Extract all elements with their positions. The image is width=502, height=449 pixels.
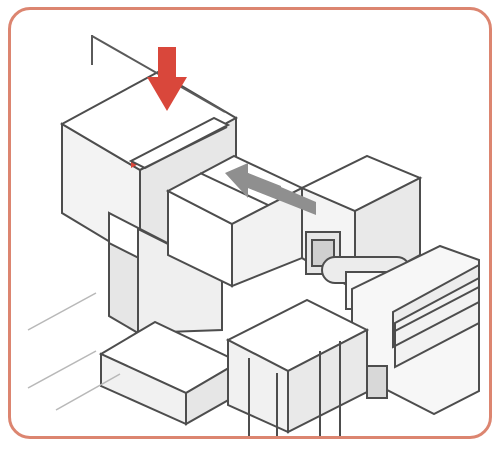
lower-left-step [98, 320, 242, 426]
bottom-structure [225, 298, 370, 436]
background-lines [27, 292, 121, 411]
red-lid [128, 116, 231, 170]
arrow-down-icon [147, 47, 187, 111]
arrow-left-icon [225, 163, 316, 215]
lower-right-structure [351, 244, 480, 416]
lid-edge-line [139, 126, 228, 171]
